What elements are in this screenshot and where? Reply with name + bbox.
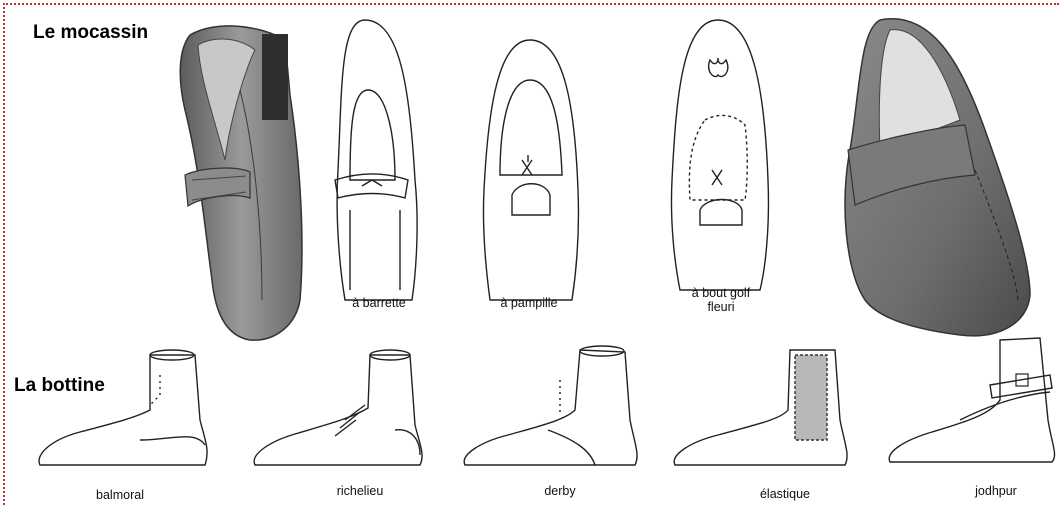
section-heading-bottine: La bottine xyxy=(14,375,105,397)
moccasin-top-pampille xyxy=(483,40,578,300)
label-a-barrette: à barrette xyxy=(334,296,424,310)
label-a-pampille-text: à pampille xyxy=(484,296,574,310)
label-richelieu: richelieu xyxy=(310,484,410,498)
bottine-elastique xyxy=(674,350,847,465)
bottine-balmoral xyxy=(39,350,207,465)
moccasin-side-view xyxy=(180,26,302,340)
bottine-jodhpur xyxy=(889,338,1054,462)
label-a-bout-golf-line2: fleuri xyxy=(666,300,776,314)
label-elastique: élastique xyxy=(735,487,835,501)
label-a-barrette-text: à barrette xyxy=(334,296,424,310)
moccasin-angled-view xyxy=(845,19,1030,336)
bottine-richelieu xyxy=(254,350,422,465)
label-derby: derby xyxy=(510,484,610,498)
label-a-pampille: à pampille xyxy=(484,296,574,310)
section-heading-mocassin: Le mocassin xyxy=(33,22,148,44)
moccasin-top-golf xyxy=(671,20,768,290)
bottine-derby xyxy=(464,346,637,465)
label-jodhpur: jodhpur xyxy=(946,484,1046,498)
moccasin-top-barrette xyxy=(335,20,417,300)
label-balmoral: balmoral xyxy=(70,488,170,502)
label-a-bout-golf-fleuri: à bout golf fleuri xyxy=(666,286,776,314)
label-a-bout-golf-line1: à bout golf xyxy=(666,286,776,300)
